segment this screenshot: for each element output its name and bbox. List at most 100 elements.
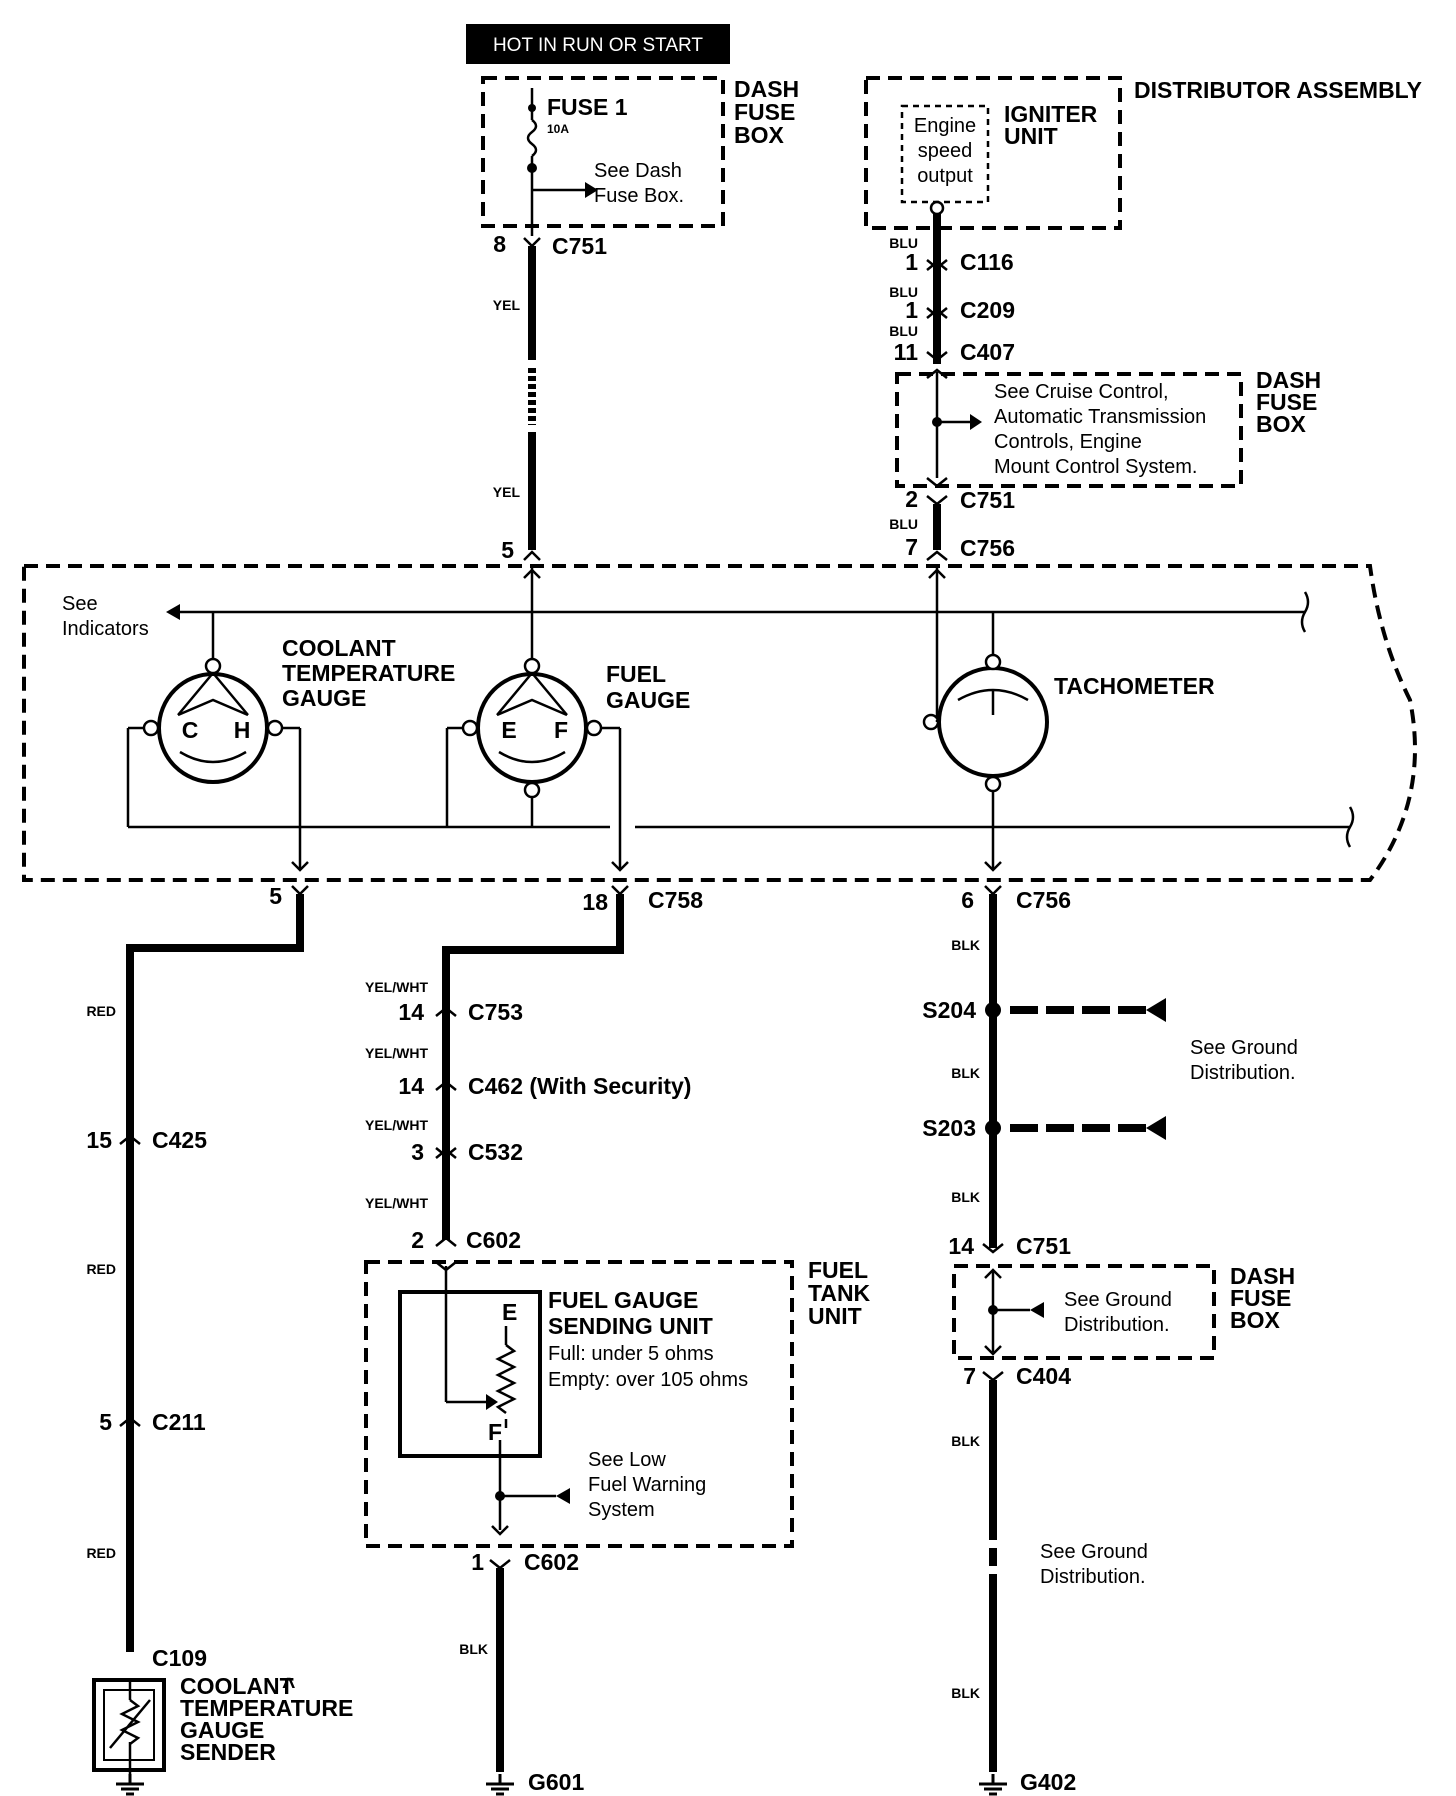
svg-text:GAUGE: GAUGE <box>180 1717 264 1743</box>
svg-text:C209: C209 <box>960 297 1015 323</box>
svg-text:BLU: BLU <box>889 235 918 251</box>
power-source-banner: HOT IN RUN OR START <box>466 24 730 64</box>
svg-text:1: 1 <box>905 249 918 275</box>
svg-text:G601: G601 <box>528 1769 584 1795</box>
svg-text:S204: S204 <box>922 997 976 1023</box>
svg-text:2: 2 <box>411 1227 424 1253</box>
svg-text:BLK: BLK <box>951 1065 980 1081</box>
svg-text:FUEL GAUGE: FUEL GAUGE <box>548 1287 698 1313</box>
svg-text:^: ^ <box>282 1673 295 1699</box>
svg-text:C109: C109 <box>152 1645 207 1671</box>
svg-text:RED: RED <box>86 1261 116 1277</box>
svg-text:C753: C753 <box>468 999 523 1025</box>
svg-text:DASH: DASH <box>734 76 799 102</box>
svg-text:H: H <box>234 717 251 743</box>
svg-text:C756: C756 <box>960 535 1015 561</box>
svg-text:5: 5 <box>99 1409 112 1435</box>
svg-text:C602: C602 <box>524 1549 579 1575</box>
thermistor-icon <box>119 1699 141 1745</box>
svg-text:C751: C751 <box>960 487 1015 513</box>
svg-text:BLU: BLU <box>889 323 918 339</box>
svg-text:C407: C407 <box>960 339 1015 365</box>
svg-text:Mount Control System.: Mount Control System. <box>994 456 1197 478</box>
ground-icon <box>114 1772 146 1796</box>
svg-text:BLK: BLK <box>951 937 980 953</box>
arrow-left-icon <box>1146 1116 1166 1140</box>
yel-wire: 8 C751 YEL YEL 5 <box>493 231 607 563</box>
svg-text:DASH: DASH <box>1230 1263 1295 1289</box>
fuse-icon <box>526 119 538 157</box>
coolant-circuit: 5 RED 15 C425 RED 5 C211 RED C109 <box>86 883 309 1671</box>
svg-text:output: output <box>917 165 973 187</box>
fuse-note-2: Fuse Box. <box>594 185 684 207</box>
svg-text:Engine: Engine <box>914 115 976 137</box>
svg-text:14: 14 <box>398 1073 424 1099</box>
fuse-rating: 10A <box>547 122 569 136</box>
svg-text:F: F <box>488 1419 502 1445</box>
svg-text:FUSE: FUSE <box>1256 389 1317 415</box>
svg-text:GAUGE: GAUGE <box>606 687 690 713</box>
coolant-temperature-gauge-sender: COOLANT ^ TEMPERATURE GAUGE SENDER <box>92 1673 353 1796</box>
svg-text:E: E <box>501 717 516 743</box>
svg-text:C751: C751 <box>552 233 607 259</box>
fuse-name: FUSE 1 <box>547 94 628 120</box>
svg-text:F: F <box>554 717 568 743</box>
svg-text:C602: C602 <box>466 1227 521 1253</box>
svg-text:SENDER: SENDER <box>180 1739 276 1765</box>
svg-text:Distribution.: Distribution. <box>1040 1566 1146 1588</box>
coolant-temperature-gauge: C H COOLANT TEMPERATURE GAUGE <box>126 635 455 872</box>
svg-text:TEMPERATURE: TEMPERATURE <box>282 660 455 686</box>
svg-text:YEL: YEL <box>493 484 521 500</box>
fuel-ground-wire: 1 C602 BLK G601 <box>459 1549 584 1796</box>
svg-text:BLK: BLK <box>459 1641 488 1657</box>
svg-text:TANK: TANK <box>808 1280 871 1306</box>
svg-text:BOX: BOX <box>734 122 785 148</box>
svg-text:Full: under 5 ohms: Full: under 5 ohms <box>548 1343 714 1365</box>
svg-text:18: 18 <box>582 889 608 915</box>
svg-text:5: 5 <box>269 883 282 909</box>
svg-text:FUSE: FUSE <box>734 99 795 125</box>
svg-text:15: 15 <box>86 1127 112 1153</box>
svg-text:FUSE: FUSE <box>1230 1285 1291 1311</box>
arrow-left-icon <box>556 1488 570 1504</box>
arrow-left-icon <box>1146 998 1166 1022</box>
svg-text:speed: speed <box>918 140 973 162</box>
svg-text:Distribution.: Distribution. <box>1064 1314 1170 1336</box>
arrow-right-icon <box>585 182 598 198</box>
svg-text:1: 1 <box>471 1549 484 1575</box>
tach-ground-circuit: 6 C756 BLK S204 BLK See Ground Distribut… <box>922 885 1298 1259</box>
svg-text:HOT IN RUN OR START: HOT IN RUN OR START <box>493 35 703 56</box>
cluster-ground-bus <box>128 806 1355 848</box>
svg-text:11: 11 <box>894 339 919 365</box>
svg-text:C211: C211 <box>152 1409 206 1435</box>
fuel-tank-unit: FUEL TANK UNIT E F FUEL GAUGE SENDING UN… <box>364 1257 871 1548</box>
svg-text:BOX: BOX <box>1256 411 1307 437</box>
svg-text:S203: S203 <box>922 1115 976 1141</box>
cluster-power-bus: See Indicators <box>62 566 1310 720</box>
svg-text:BOX: BOX <box>1230 1307 1281 1333</box>
svg-text:BLU: BLU <box>889 516 918 532</box>
svg-text:Indicators: Indicators <box>62 618 149 640</box>
svg-text:See Cruise Control,: See Cruise Control, <box>994 381 1169 403</box>
svg-text:C758: C758 <box>648 887 703 913</box>
svg-text:YEL/WHT: YEL/WHT <box>365 1117 428 1133</box>
svg-text:BLU: BLU <box>889 284 918 300</box>
ground-icon <box>977 1772 1009 1796</box>
svg-text:C751: C751 <box>1016 1233 1071 1259</box>
svg-text:5: 5 <box>501 537 514 563</box>
svg-text:RED: RED <box>86 1003 116 1019</box>
svg-text:YEL/WHT: YEL/WHT <box>365 1045 428 1061</box>
svg-text:G402: G402 <box>1020 1769 1076 1795</box>
svg-text:C462 (With Security): C462 (With Security) <box>468 1073 691 1099</box>
svg-text:YEL/WHT: YEL/WHT <box>365 1195 428 1211</box>
fuel-gauge: E F FUEL GAUGE <box>445 612 690 872</box>
igniter-unit-2: UNIT <box>1004 123 1058 149</box>
arrow-left-icon <box>1030 1302 1044 1318</box>
tachometer: TACHOMETER <box>922 653 1215 872</box>
svg-text:YEL/WHT: YEL/WHT <box>365 979 428 995</box>
svg-text:2: 2 <box>905 486 918 512</box>
svg-text:1: 1 <box>905 297 918 323</box>
gauge-cluster-box <box>22 564 1417 882</box>
igniter-unit-1: IGNITER <box>1004 101 1098 127</box>
